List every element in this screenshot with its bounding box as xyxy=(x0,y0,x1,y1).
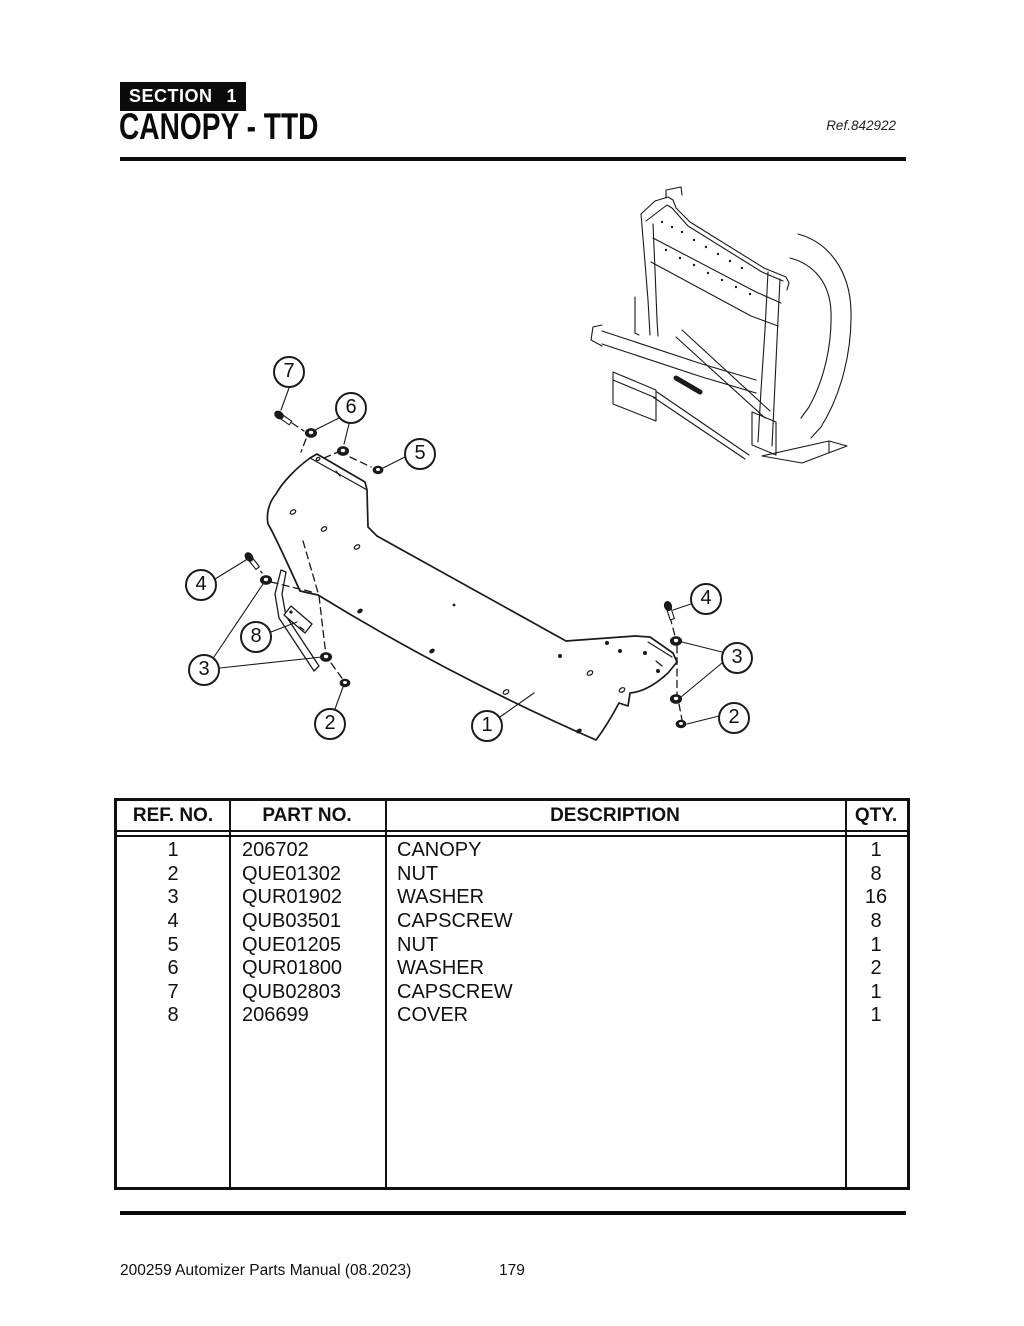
col-header-part-no: PART NO. xyxy=(262,804,352,826)
footer-rule xyxy=(120,1211,906,1215)
callout-balloon-6: 6 xyxy=(335,392,367,424)
header-separator-line-2 xyxy=(117,835,907,837)
callout-balloon-7: 7 xyxy=(273,356,305,388)
qty-cell: 8 xyxy=(870,910,882,933)
part-no-cell: QUR01800 xyxy=(242,957,343,980)
callout-balloon-4: 4 xyxy=(185,569,217,601)
ref-no-cell: 5 xyxy=(167,933,179,956)
washer-3-right-b xyxy=(669,694,683,704)
reference-number: Ref.842922 xyxy=(826,118,896,133)
part-no-cell: 206699 xyxy=(242,1004,309,1027)
callout-balloon-1: 1 xyxy=(471,710,503,742)
part-no-cell: QUB02803 xyxy=(242,980,341,1003)
qty-cell: 1 xyxy=(870,1004,882,1027)
description-cell: CAPSCREW xyxy=(397,980,513,1003)
nut-2-left xyxy=(339,678,351,688)
callout-balloon-3: 3 xyxy=(188,654,220,686)
capscrew-4-left xyxy=(244,552,260,570)
qty-cell: 2 xyxy=(870,957,882,980)
diagram-line-art xyxy=(213,186,852,741)
table-header-row: REF. NO. PART NO. DESCRIPTION QTY. xyxy=(117,801,907,830)
canopy-detail xyxy=(309,457,673,667)
section-number: 1 xyxy=(226,86,237,106)
qty-cell: 1 xyxy=(870,933,882,956)
washer-6a xyxy=(304,428,318,438)
col-header-ref-no: REF. NO. xyxy=(132,804,214,826)
table-row: 2 QUE01302 NUT 8 xyxy=(117,863,907,887)
description-cell: CAPSCREW xyxy=(397,910,513,933)
table-row: 5 QUE01205 NUT 1 xyxy=(117,933,907,957)
footer-manual-info: 200259 Automizer Parts Manual (08.2023) xyxy=(120,1262,412,1279)
ref-no-cell: 7 xyxy=(167,980,179,1003)
qty-cell: 16 xyxy=(864,886,888,909)
cover-part xyxy=(274,569,320,672)
table-row: 1 206702 CANOPY 1 xyxy=(117,839,907,863)
parts-table: REF. NO. PART NO. DESCRIPTION QTY. 1 2067… xyxy=(114,798,910,1190)
table-row: 8 206699 COVER 1 xyxy=(117,1004,907,1028)
ref-no-cell: 6 xyxy=(167,957,179,980)
machine-bolt-dots xyxy=(660,220,752,296)
callout-balloon-5: 5 xyxy=(404,438,436,470)
callout-balloon-8: 8 xyxy=(240,621,272,653)
part-no-cell: QUB03501 xyxy=(242,910,341,933)
canopy-outline xyxy=(266,453,678,741)
ref-no-cell: 3 xyxy=(167,886,179,909)
table-row: 4 QUB03501 CAPSCREW 8 xyxy=(117,910,907,934)
column-divider xyxy=(385,801,387,1187)
qty-cell: 1 xyxy=(870,980,882,1003)
description-cell: WASHER xyxy=(397,957,485,980)
page-title: CANOPY - TTD xyxy=(119,106,319,147)
table-row: 3 QUR01902 WASHER 16 xyxy=(117,886,907,910)
header-separator-line-1 xyxy=(117,830,907,832)
part-no-cell: QUE01302 xyxy=(242,862,341,885)
section-badge: SECTION 1 xyxy=(120,82,246,111)
description-cell: COVER xyxy=(397,1004,469,1027)
ref-no-cell: 2 xyxy=(167,862,179,885)
washer-6b xyxy=(336,446,350,456)
qty-cell: 8 xyxy=(870,862,882,885)
capscrew-4-right xyxy=(663,600,675,621)
machine-inset xyxy=(590,186,852,464)
qty-cell: 1 xyxy=(870,839,882,862)
nut-2-right xyxy=(675,719,687,729)
washer-3-left-b xyxy=(319,652,333,662)
ref-no-cell: 8 xyxy=(167,1004,179,1027)
washer-3-left-a xyxy=(259,575,273,585)
section-label: SECTION xyxy=(129,86,213,106)
table-row: 7 QUB02803 CAPSCREW 1 xyxy=(117,981,907,1005)
column-divider xyxy=(229,801,231,1187)
callout-balloon-2: 2 xyxy=(314,708,346,740)
canopy-holes xyxy=(289,456,660,734)
part-no-cell: QUE01205 xyxy=(242,933,341,956)
washer-3-right-a xyxy=(669,636,683,646)
column-divider xyxy=(845,801,847,1187)
callout-balloon-4: 4 xyxy=(690,583,722,615)
col-header-qty: QTY. xyxy=(854,804,898,826)
part-no-cell: QUR01902 xyxy=(242,886,343,909)
nut-5 xyxy=(372,465,384,475)
ref-no-cell: 4 xyxy=(167,910,179,933)
callout-balloon-2: 2 xyxy=(718,702,750,734)
col-header-description: DESCRIPTION xyxy=(550,804,680,826)
leader-lines xyxy=(213,387,723,725)
capscrew-7 xyxy=(274,410,293,426)
fasteners xyxy=(244,410,687,729)
table-row: 6 QUR01800 WASHER 2 xyxy=(117,957,907,981)
description-cell: CANOPY xyxy=(397,839,482,862)
header-rule xyxy=(120,157,906,161)
ref-no-cell: 1 xyxy=(167,839,179,862)
description-cell: NUT xyxy=(397,933,439,956)
part-no-cell: 206702 xyxy=(242,839,309,862)
description-cell: WASHER xyxy=(397,886,485,909)
footer-page-number: 179 xyxy=(499,1262,525,1279)
description-cell: NUT xyxy=(397,862,439,885)
callout-balloon-3: 3 xyxy=(721,642,753,674)
